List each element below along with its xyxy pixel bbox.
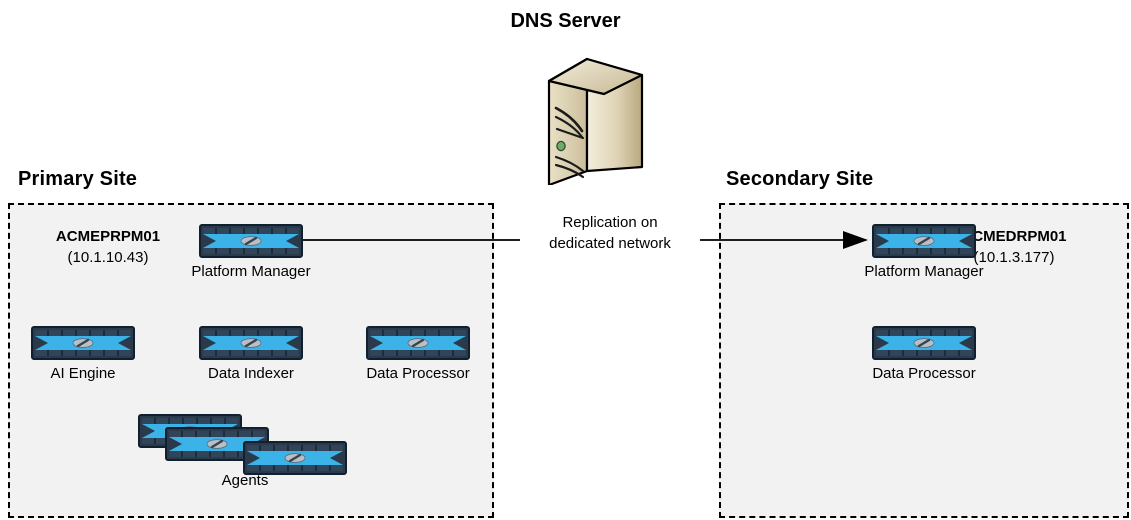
network-appliance-icon[interactable]: [199, 326, 303, 360]
primary-host-name: ACMEPRPM01: [55, 228, 161, 245]
network-appliance-stack-icon[interactable]: [243, 441, 347, 475]
secondary-host-ip: (10.1.3.177): [973, 249, 1055, 266]
device-label-data-processor-secondary: Data Processor: [872, 365, 976, 382]
network-appliance-icon[interactable]: [199, 224, 303, 258]
device-label-data-indexer: Data Indexer: [208, 365, 294, 382]
device-label-data-processor-primary: Data Processor: [366, 365, 470, 382]
primary-host-ip: (10.1.10.43): [67, 249, 149, 266]
dns-server-title: DNS Server: [510, 10, 621, 32]
device-label-agents: Agents: [221, 472, 269, 489]
device-label-ai-engine: AI Engine: [50, 365, 116, 382]
server-tower-icon: [543, 45, 648, 185]
device-label-platform-manager-primary: Platform Manager: [191, 263, 311, 280]
replication-label: Replication on dedicated network: [520, 212, 700, 254]
secondary-host-name: ACMEDRPM01: [961, 228, 1067, 245]
secondary-site-title: Secondary Site: [726, 168, 874, 190]
network-appliance-icon[interactable]: [872, 326, 976, 360]
primary-site-title: Primary Site: [18, 168, 138, 190]
replication-label-line1: Replication on: [562, 214, 658, 231]
network-appliance-icon[interactable]: [366, 326, 470, 360]
replication-label-line2: dedicated network: [549, 235, 671, 252]
network-appliance-icon[interactable]: [872, 224, 976, 258]
device-label-platform-manager-secondary: Platform Manager: [864, 263, 984, 280]
network-appliance-icon[interactable]: [31, 326, 135, 360]
